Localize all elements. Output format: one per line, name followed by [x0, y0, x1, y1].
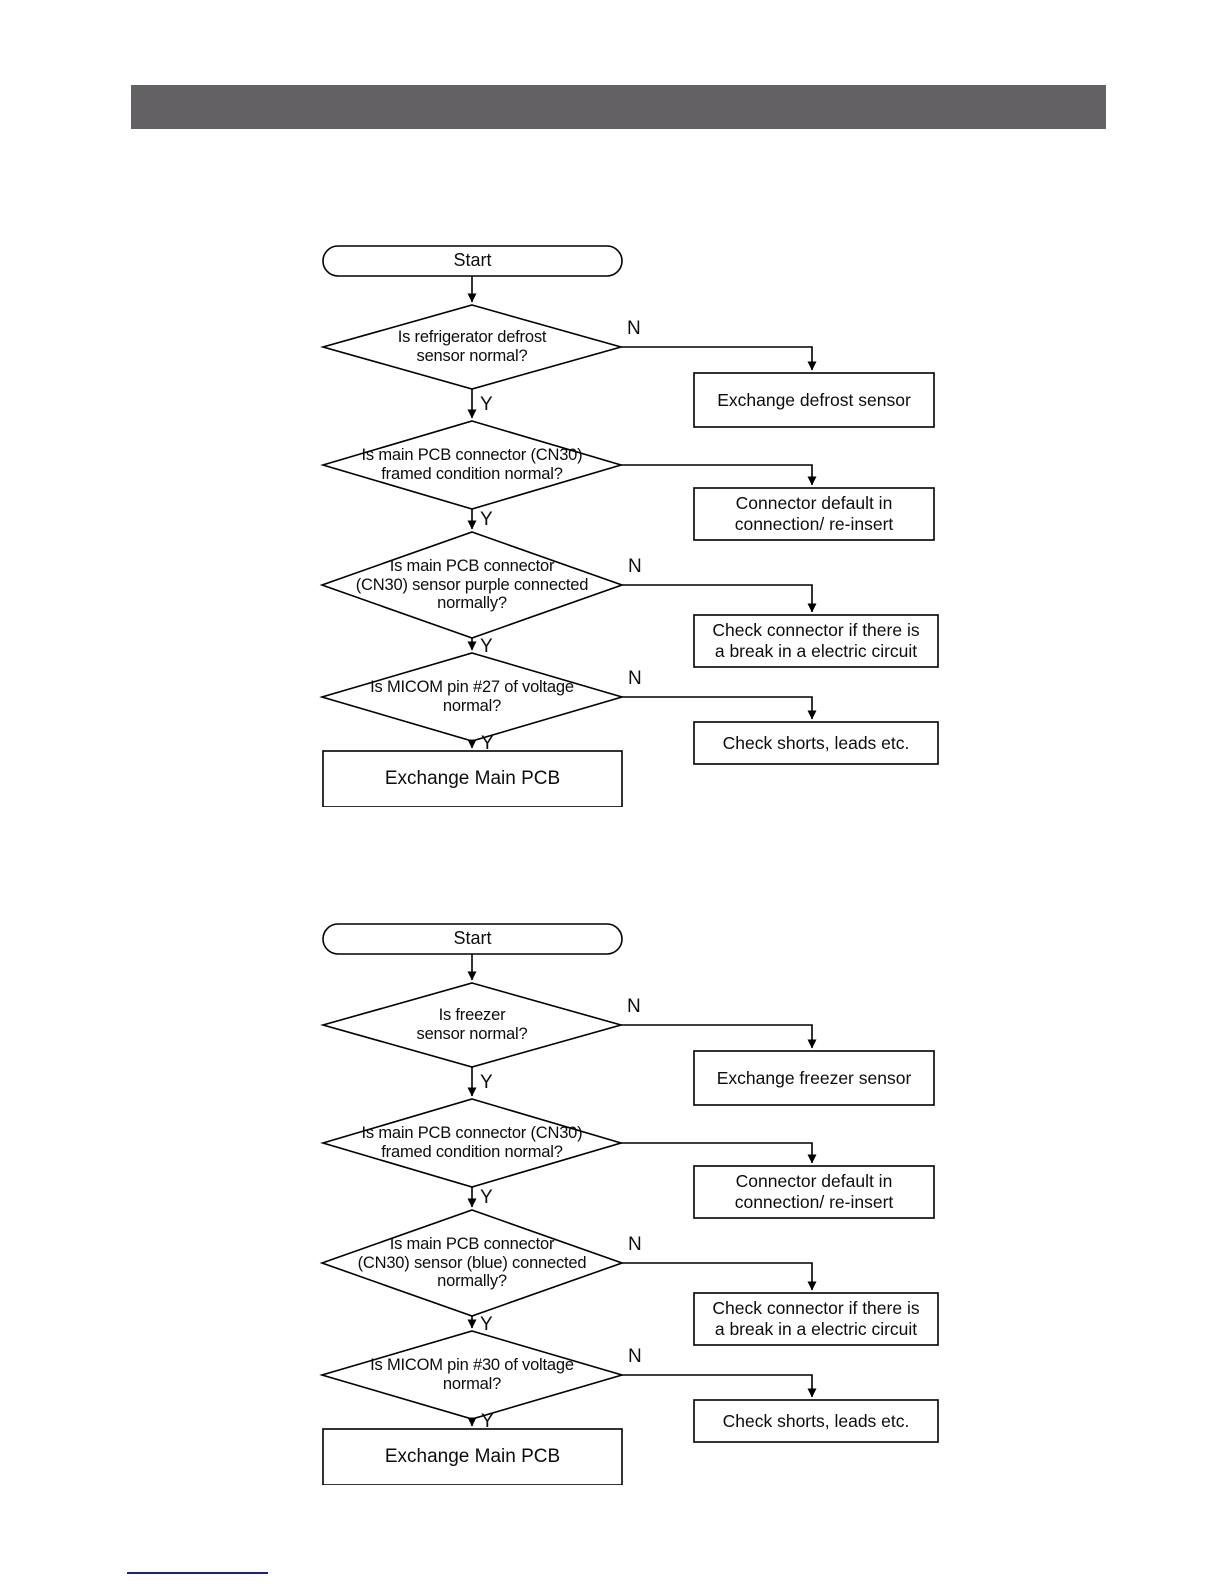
decision-cn30-framed-condition: Is main PCB connector (CN30) framed cond… — [361, 446, 583, 483]
decision-micom-pin27-voltage: Is MICOM pin #27 of voltage normal? — [370, 678, 574, 715]
action-connector-default-reinsert: Connector default in connection/ re-inse… — [734, 493, 894, 534]
action-exchange-main-pcb: Exchange Main PCB — [384, 768, 561, 789]
branch-label-yes-3: Y — [480, 636, 493, 657]
branch-label-yes-1: Y — [480, 1072, 493, 1093]
decision-freezer-sensor: Is freezer sensor normal? — [416, 1006, 528, 1043]
start-node: Start — [453, 928, 492, 948]
decision-micom-pin30-voltage: Is MICOM pin #30 of voltage normal? — [370, 1356, 574, 1393]
action-exchange-freezer-sensor: Exchange freezer sensor — [716, 1067, 912, 1088]
branch-label-yes-1: Y — [480, 394, 493, 415]
decision-refrigerator-defrost-sensor: Is refrigerator defrost sensor normal? — [397, 328, 547, 365]
branch-label-no-3: N — [628, 556, 642, 577]
action-check-shorts-leads: Check shorts, leads etc. — [722, 732, 910, 753]
action-exchange-main-pcb: Exchange Main PCB — [384, 1446, 561, 1467]
flowchart-freezer-sensor: Start Is freezer sensor normal? N Exchan… — [0, 923, 1224, 1485]
branch-label-no-3: N — [628, 1234, 642, 1255]
branch-label-yes-4: Y — [481, 1411, 494, 1432]
action-check-connector-break: Check connector if there is a break in a… — [712, 620, 920, 661]
decision-cn30-sensor-purple-connected: Is main PCB connector (CN30) sensor purp… — [355, 557, 589, 613]
branch-label-yes-2: Y — [480, 509, 493, 530]
start-node: Start — [453, 250, 492, 270]
action-connector-default-reinsert: Connector default in connection/ re-inse… — [734, 1171, 894, 1212]
branch-label-no-1: N — [627, 996, 641, 1017]
branch-label-no-4: N — [628, 1346, 642, 1367]
flowchart-refrigerator-defrost-sensor: Start Is refrigerator defrost sensor nor… — [0, 245, 1224, 807]
branch-label-yes-3: Y — [480, 1314, 493, 1335]
branch-label-no-1: N — [627, 318, 641, 339]
branch-label-no-4: N — [628, 668, 642, 689]
section-header-bar — [131, 85, 1106, 129]
action-check-connector-break: Check connector if there is a break in a… — [712, 1298, 920, 1339]
footer-divider-line — [127, 1572, 268, 1574]
decision-cn30-sensor-blue-connected: Is main PCB connector (CN30) sensor (blu… — [357, 1235, 587, 1291]
branch-label-yes-2: Y — [480, 1187, 493, 1208]
action-exchange-defrost-sensor: Exchange defrost sensor — [717, 389, 911, 410]
branch-label-yes-4: Y — [481, 733, 494, 754]
action-check-shorts-leads: Check shorts, leads etc. — [722, 1410, 910, 1431]
decision-cn30-framed-condition: Is main PCB connector (CN30) framed cond… — [361, 1124, 583, 1161]
